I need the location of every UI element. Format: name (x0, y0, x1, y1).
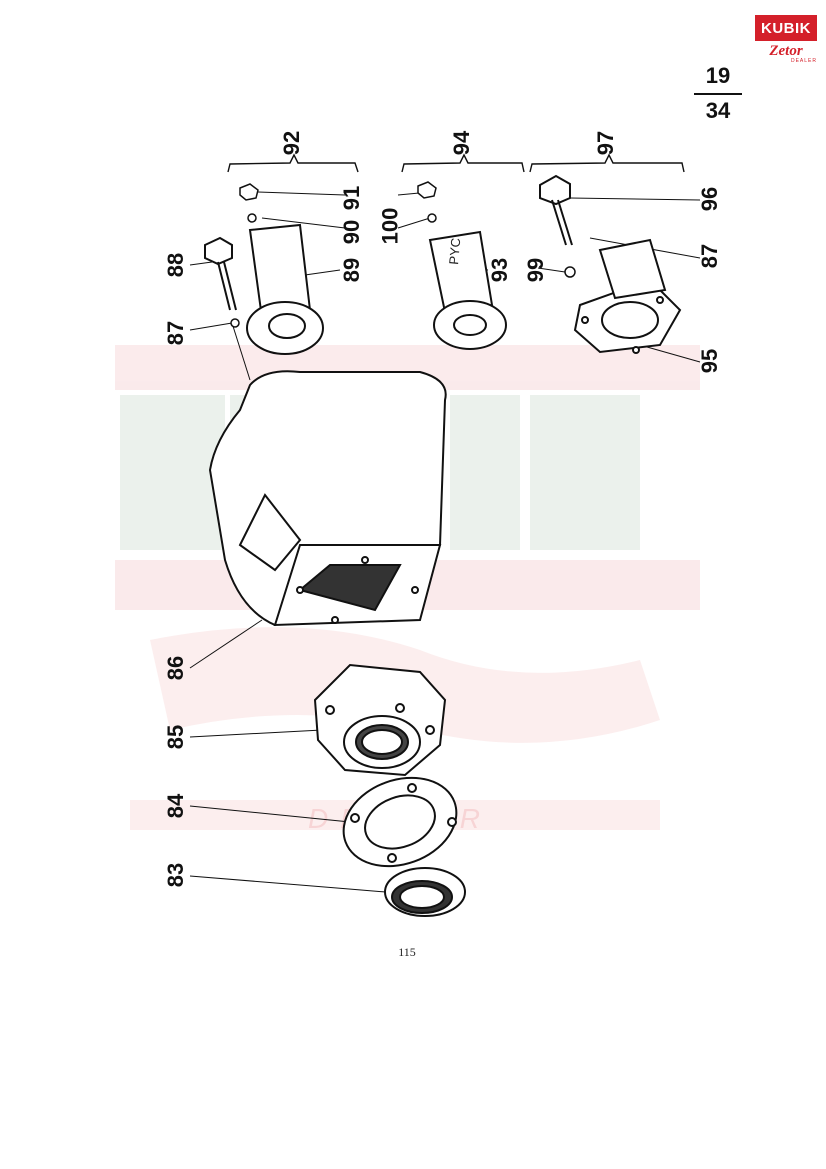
logo-kubik-box: KUBIK (755, 15, 817, 41)
callout-83: 83 (163, 862, 189, 888)
part-89-sleeve (246, 223, 324, 355)
callout-87-right: 87 (697, 243, 723, 269)
logo-zetor-text: Zetor (769, 43, 803, 59)
part-96-bolt (539, 174, 573, 246)
part-88-bolt (204, 236, 237, 311)
logo-dealer-text: DEALER (790, 58, 817, 64)
brand-logo: KUBIK Zetor DEALER (755, 15, 817, 64)
callout-94: 94 (449, 130, 475, 156)
part-100-bolt-small (417, 181, 437, 223)
callout-96: 96 (697, 186, 723, 212)
part-84-gasket (342, 776, 458, 868)
page-index-numerator: 19 (705, 63, 731, 88)
callout-93: 93 (487, 257, 513, 283)
callout-100: 100 (377, 207, 403, 245)
callout-88: 88 (163, 252, 189, 278)
page-index-denominator: 34 (705, 98, 731, 123)
page-index-divider (694, 93, 742, 95)
callout-84: 84 (163, 793, 189, 819)
callout-87-left: 87 (163, 320, 189, 346)
part-86-cover (208, 370, 447, 627)
part-99-washer (564, 266, 576, 278)
part-93-sleeve (428, 230, 507, 350)
part-83-bearing (384, 867, 466, 917)
callout-85: 85 (163, 724, 189, 750)
page-footer-number: 115 (398, 945, 416, 959)
logo-kubik-text: KUBIK (761, 19, 811, 37)
part-85-housing (313, 663, 447, 777)
callout-90: 90 (339, 219, 365, 245)
part-95-flange (573, 238, 682, 354)
callout-86: 86 (163, 655, 189, 681)
part-93-stamp: PYC (446, 237, 463, 265)
callout-91: 91 (339, 185, 365, 211)
logo-zetor-row: Zetor (755, 42, 817, 60)
part-87-washer (230, 318, 240, 328)
callout-95: 95 (697, 348, 723, 374)
group-brackets (227, 153, 685, 173)
callout-97: 97 (593, 130, 619, 156)
callout-92: 92 (279, 130, 305, 156)
callout-99: 99 (523, 257, 549, 283)
part-91-bolt-small (239, 183, 259, 223)
callout-89: 89 (339, 257, 365, 283)
